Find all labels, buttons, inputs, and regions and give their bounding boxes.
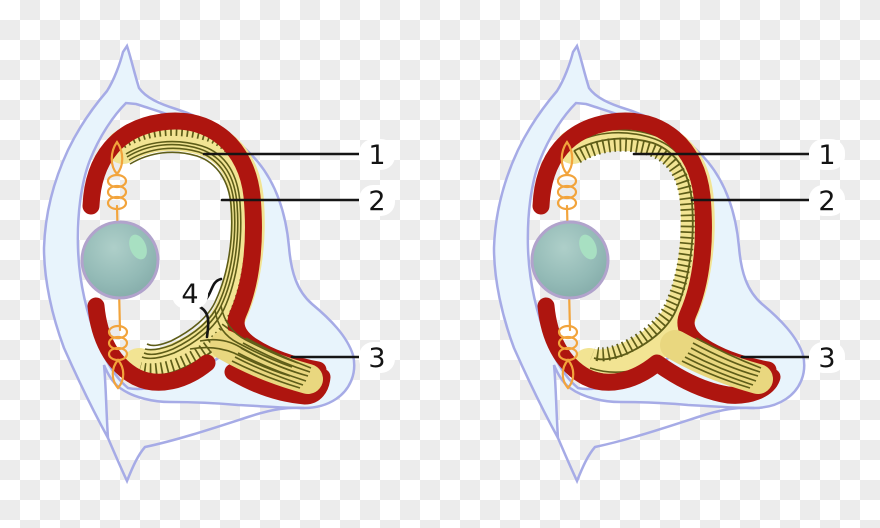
- label-bg: [809, 139, 845, 170]
- sclera-bottom-lobe-outline: [556, 406, 756, 485]
- lens-highlight: [579, 234, 597, 260]
- label-3: 3: [368, 343, 385, 374]
- nerve-fiber-line: [128, 147, 236, 351]
- optic-nerve-fiber: [245, 337, 312, 369]
- label-2: 2: [368, 186, 385, 217]
- label-bg: [359, 185, 395, 216]
- label-4: 4: [181, 279, 198, 310]
- photoreceptor-base-line: [573, 137, 694, 361]
- sclera-bottom-lobe-outline: [106, 406, 306, 485]
- optic-nerve-bundle: [660, 330, 773, 394]
- right-eye-diagram: 1 2 3: [492, 43, 845, 485]
- lens: [530, 220, 610, 300]
- optic-nerve-fiber: [242, 342, 311, 373]
- retina-lower-arc: [87, 297, 216, 391]
- label-2: 2: [818, 186, 835, 217]
- label-bg: [359, 342, 395, 373]
- optic-nerve-fiber: [237, 352, 307, 382]
- optic-nerve-fiber: [684, 356, 754, 386]
- blind-spot-funnel-fiber: [220, 305, 299, 364]
- nerve-fiber-line: [126, 143, 239, 356]
- optic-nerve-fiber: [681, 360, 751, 389]
- label-1: 1: [818, 140, 835, 171]
- optic-nerve-bundle: [210, 330, 323, 394]
- optic-nerve-fiber: [695, 337, 762, 369]
- label-3: 3: [818, 343, 835, 374]
- blind-spot-funnel-fiber: [199, 338, 296, 373]
- optic-nerve-fiber: [692, 342, 761, 373]
- optic-nerve-fiber: [231, 360, 301, 389]
- lens: [80, 220, 160, 300]
- lens-highlight: [129, 234, 147, 260]
- label-bg: [809, 185, 845, 216]
- nerve-fiber-line: [129, 151, 233, 347]
- label-1: 1: [368, 140, 385, 171]
- retina-lower-arc: [537, 297, 781, 404]
- optic-nerve-fiber: [234, 356, 304, 386]
- optic-nerve-fiber: [687, 352, 757, 382]
- blind-spot-funnel-fiber: [214, 309, 293, 368]
- nerve-fiber-line: [125, 140, 242, 360]
- label-bg: [172, 278, 208, 309]
- left-eye-diagram: 1 2 3 4: [42, 43, 395, 485]
- label-bg: [359, 139, 395, 170]
- optic-nerve-fiber: [690, 347, 759, 377]
- label-bg: [809, 342, 845, 373]
- blind-spot-funnel-fiber: [189, 346, 291, 377]
